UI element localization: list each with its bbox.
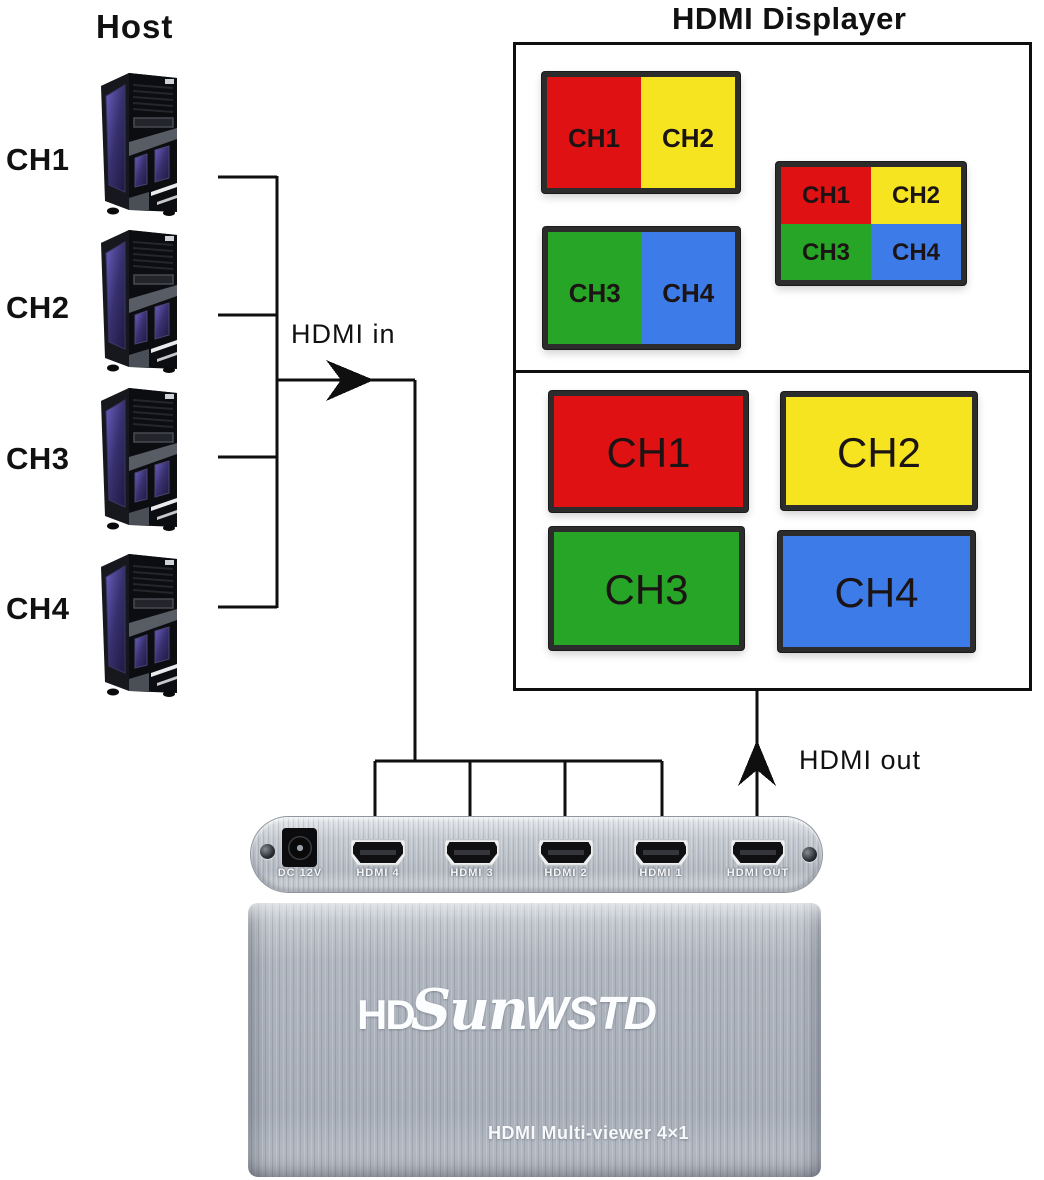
screen-region-ch3: CH3 (554, 532, 739, 645)
computer-tower-icon-ch2 (92, 225, 184, 373)
monitor-dual-ch1-ch2: CH1 CH2 (542, 72, 740, 193)
hdmi-in-arrowhead (326, 360, 374, 401)
monitor-full-ch2: CH2 (781, 392, 977, 510)
hdmi-port-out-label: HDMI OUT (726, 867, 790, 879)
host-title: Host (96, 8, 174, 45)
monitor-quad: CH1 CH2 CH3 CH4 (776, 162, 966, 285)
screen-region-ch2: CH2 (871, 167, 961, 224)
channel-label-ch4: CH4 (6, 591, 70, 626)
displayer-divider (513, 370, 1032, 373)
screen-region-ch2: CH2 (641, 77, 735, 188)
monitor-full-ch4: CH4 (778, 531, 975, 652)
hdmi-port-1 (633, 839, 689, 866)
channel-label-ch3: CH3 (6, 441, 70, 476)
screen-region-ch4: CH4 (641, 232, 735, 344)
monitor-dual-ch3-ch4: CH3 CH4 (543, 227, 740, 349)
displayer-title: HDMI Displayer (672, 1, 907, 36)
dc-barrel-icon (287, 835, 312, 860)
monitor-full-ch1: CH1 (549, 391, 748, 512)
hdmi-port-1-label: HDMI 1 (639, 867, 683, 879)
screen-region-ch3: CH3 (548, 232, 642, 344)
hdmi-port-2 (538, 839, 594, 866)
screw-icon (802, 847, 817, 862)
hdmi-in-label: HDMI in (291, 319, 396, 349)
device-caption: HDMI Multi-viewer 4×1 (488, 1123, 690, 1143)
screen-region-ch3: CH3 (781, 223, 871, 280)
hdmi-port-4 (350, 839, 406, 866)
hdmi-port-2-label: HDMI 2 (544, 867, 588, 879)
screen-region-ch4: CH4 (783, 536, 970, 647)
screw-icon (260, 844, 275, 859)
channel-label-ch1: CH1 (6, 142, 70, 177)
screen-region-ch1: CH1 (547, 77, 641, 188)
hdmi-port-3 (444, 839, 500, 866)
device-body: HD Sun WSTD HDMI Multi-viewer 4×1 (248, 903, 821, 1177)
dc-label: DC 12V (277, 867, 323, 879)
computer-tower-icon-ch4 (92, 549, 184, 697)
computer-tower-icon-ch3 (92, 383, 184, 531)
device-front-panel: DC 12V HDMI 4 HDMI 3 HDMI 2 HDMI 1 HDMI … (250, 816, 823, 893)
brand-logo-script: Sun (410, 977, 529, 1043)
channel-label-ch2: CH2 (6, 290, 70, 325)
monitor-full-ch3: CH3 (549, 527, 744, 650)
screen-region-ch4: CH4 (871, 223, 961, 280)
brand-logo-hd: HD (357, 991, 416, 1038)
hdmi-out-arrowhead (738, 740, 776, 786)
dc-power-jack (282, 828, 317, 867)
hdmi-port-4-label: HDMI 4 (356, 867, 400, 879)
hdmi-port-3-label: HDMI 3 (450, 867, 494, 879)
computer-tower-icon-ch1 (92, 68, 184, 216)
screen-region-ch1: CH1 (781, 167, 871, 224)
hdmi-port-out (730, 839, 786, 866)
brand-logo-rest: WSTD (524, 987, 657, 1039)
brand-logo: HD Sun WSTD (248, 977, 765, 1043)
hdmi-out-label: HDMI out (799, 745, 922, 775)
screen-region-ch2: CH2 (786, 397, 972, 505)
screen-region-ch1: CH1 (554, 396, 743, 507)
